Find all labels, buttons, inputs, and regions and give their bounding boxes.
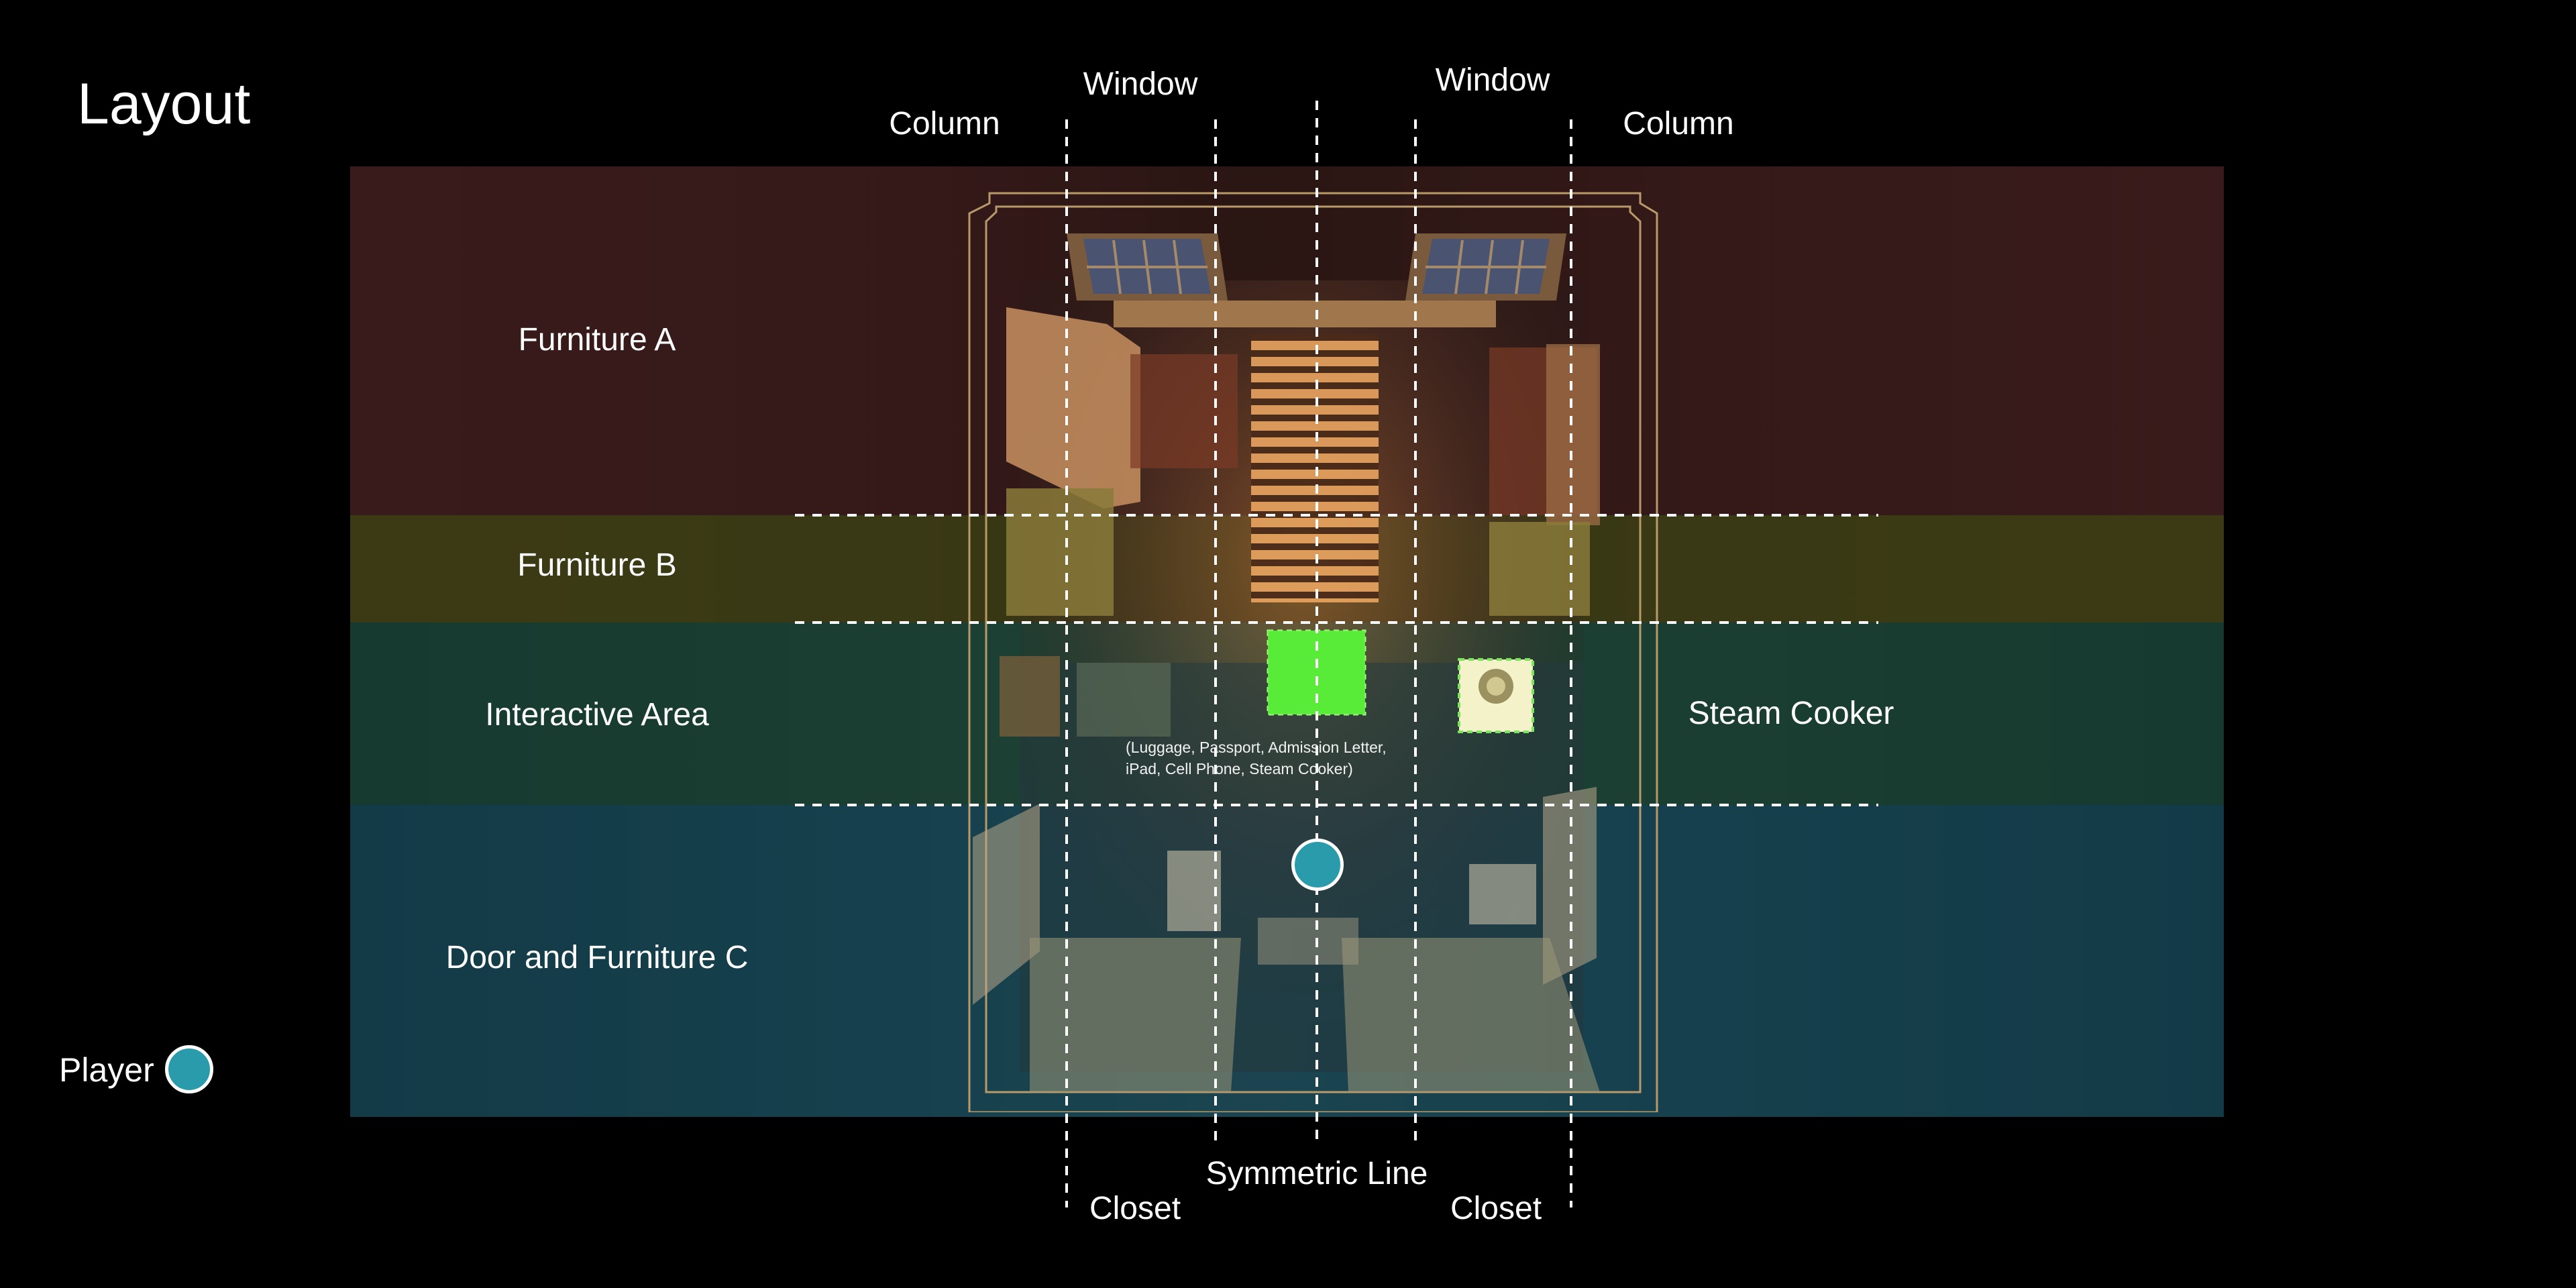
room-top-down-view bbox=[968, 192, 1658, 1112]
column-label-left: Column bbox=[889, 106, 1000, 142]
legend-player-label: Player bbox=[59, 1051, 154, 1089]
zone-label-interactive-area: Interactive Area bbox=[485, 697, 709, 733]
closet-label-right: Closet bbox=[1450, 1191, 1542, 1226]
symmetric-line-label: Symmetric Line bbox=[1205, 1156, 1428, 1191]
desk-right bbox=[1489, 522, 1590, 616]
player-marker bbox=[1291, 839, 1344, 891]
rug bbox=[1258, 918, 1358, 965]
bench-left bbox=[1030, 938, 1241, 1092]
door-left bbox=[973, 804, 1040, 1005]
interactive-items-note-line1: (Luggage, Passport, Admission Letter, bbox=[1126, 739, 1387, 756]
bed bbox=[1251, 334, 1379, 602]
closet-label-left: Closet bbox=[1089, 1191, 1181, 1226]
zone-label-furniture-a: Furniture A bbox=[518, 322, 676, 358]
zone-label-furniture-b: Furniture B bbox=[517, 547, 677, 583]
interactive-items-note-line2: iPad, Cell Phone, Steam Cooker) bbox=[1126, 760, 1353, 778]
window-label-right: Window bbox=[1435, 62, 1550, 98]
bench-right bbox=[1342, 938, 1600, 1092]
desk-left bbox=[1006, 488, 1114, 616]
back-shelf bbox=[1114, 301, 1496, 327]
window-label-left: Window bbox=[1083, 66, 1198, 102]
window-right bbox=[1405, 233, 1566, 301]
page-title: Layout bbox=[77, 72, 251, 136]
cabinet-left bbox=[1006, 307, 1140, 508]
zone-label-door-furniture-c: Door and Furniture C bbox=[445, 940, 749, 975]
column-label-right: Column bbox=[1623, 106, 1734, 142]
zone-label-steam-cooker: Steam Cooker bbox=[1688, 696, 1894, 731]
window-left bbox=[1067, 233, 1228, 301]
legend-player-marker bbox=[165, 1045, 213, 1093]
interactive-items-note: (Luggage, Passport, Admission Letter, iP… bbox=[1126, 737, 1434, 780]
